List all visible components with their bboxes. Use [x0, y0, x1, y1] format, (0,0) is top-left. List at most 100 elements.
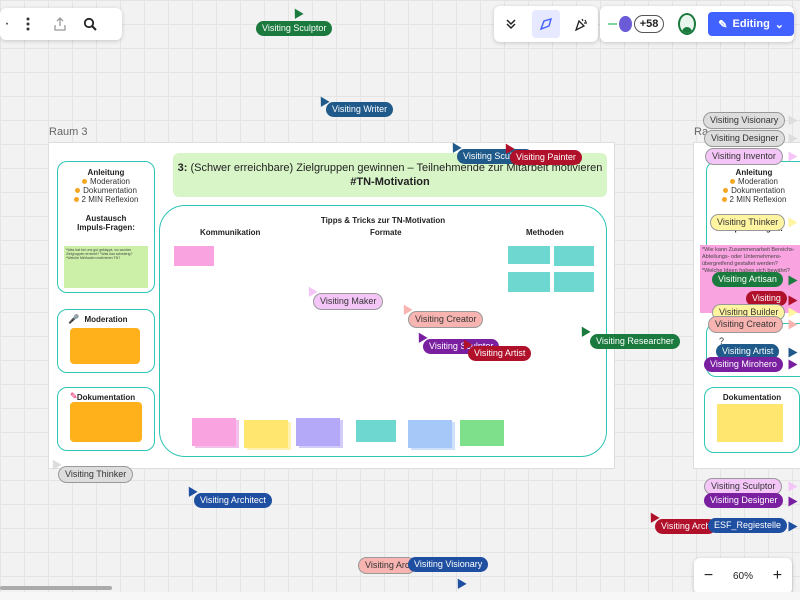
sticky-stack-teal[interactable]	[356, 420, 396, 442]
cursor-pointer-icon	[788, 307, 798, 318]
visitor-tag: Visiting Visionary	[408, 557, 489, 572]
dokumentation-title: Dokumentation	[76, 393, 136, 402]
visitor-tag: Visiting Visionary	[703, 112, 786, 129]
editing-mode-button[interactable]: ✎ Editing ⌄	[708, 12, 795, 36]
top-right-toolbar	[494, 6, 598, 42]
cursor-pointer-icon	[290, 6, 304, 19]
visitor-tag: Visiting Arch	[655, 519, 717, 534]
visitor-tag: Visiting Researcher	[590, 334, 680, 349]
visitor-tag: Visiting Creator	[708, 316, 784, 333]
list-item: Moderation	[707, 177, 800, 186]
list-item: 2 MIN Reflexion	[58, 195, 154, 204]
sticky-note[interactable]	[174, 246, 214, 266]
moderation-title: Moderation	[84, 315, 128, 324]
visitor-tag: Visiting Artisan	[712, 272, 783, 287]
dokumentation-panel-right: Dokumentation	[704, 387, 800, 453]
search-icon[interactable]	[76, 10, 104, 38]
bullet-icon	[81, 179, 87, 184]
cursor-pointer-icon	[788, 496, 798, 507]
bullet-icon	[73, 197, 79, 202]
anleitung-panel: Anleitung Moderation Dokumentation 2 MIN…	[57, 161, 155, 293]
collaborators-bar: +58 ✎ Editing ⌄	[600, 6, 795, 42]
menu-dash-icon[interactable]: ·	[4, 15, 10, 32]
bullet-icon	[721, 197, 727, 202]
header-number: 3:	[177, 162, 188, 174]
frame-title: Raum 3	[49, 126, 88, 138]
visitor-tag: Visiting Mirohero	[704, 357, 783, 372]
avatar[interactable]	[619, 16, 632, 32]
visitor-tag: Visiting	[746, 291, 787, 306]
visitor-tag: Visiting Maker	[313, 293, 384, 310]
sticky-stack-purple[interactable]	[296, 418, 340, 446]
chevron-down-icon: ⌄	[774, 18, 785, 31]
zoom-out-button[interactable]: −	[703, 567, 714, 584]
impuls-fragen-title: Impuls-Fragen:	[77, 223, 135, 232]
sticky-note[interactable]	[554, 272, 594, 292]
share-icon[interactable]	[46, 10, 74, 38]
zoom-in-button[interactable]: +	[772, 567, 783, 584]
bottom-toolbar-strip	[0, 592, 800, 600]
more-vertical-icon[interactable]	[14, 10, 42, 38]
list-item: Dokumentation	[58, 186, 154, 195]
dokumentation-panel: ✎ Dokumentation	[57, 387, 155, 451]
cursor-pointer-icon	[788, 521, 798, 532]
cursor-pointer-icon	[788, 359, 798, 370]
bullet-icon	[723, 188, 729, 193]
visitor-tag: Visiting Inventor	[705, 148, 783, 165]
collaborator-count-badge[interactable]: +58	[633, 15, 665, 33]
collaborator-line	[608, 23, 618, 25]
moderation-panel: 🎤 Moderation	[57, 309, 155, 373]
col-formate: Formate	[370, 228, 402, 237]
top-left-toolbar: ·	[0, 8, 122, 40]
cursor-pointer-icon	[788, 133, 798, 144]
pencil-icon: ✎	[718, 18, 728, 31]
austausch-title: Austausch	[85, 214, 127, 223]
celebrate-icon[interactable]	[567, 10, 595, 38]
dokumentation-sticky-note[interactable]	[70, 402, 142, 442]
zoom-control: − 60% +	[694, 558, 792, 594]
bullet-icon	[729, 179, 735, 184]
sticky-stack-pink[interactable]	[192, 418, 236, 446]
sticky-note[interactable]	[554, 246, 594, 266]
sticky-stack-yellow[interactable]	[244, 420, 288, 448]
editing-label: Editing	[732, 18, 770, 30]
header-text: (Schwer erreichbare) Zielgruppen gewinne…	[187, 162, 603, 174]
col-methoden: Methoden	[526, 228, 564, 237]
chevron-double-down-icon[interactable]	[497, 10, 525, 38]
dokumentation-sticky-note[interactable]	[717, 404, 783, 442]
sticky-note[interactable]	[508, 246, 550, 264]
header-hashtag: #TN-Motivation	[350, 176, 430, 188]
sticky-stack-green[interactable]	[460, 420, 504, 446]
list-item: 2 MIN Reflexion	[707, 195, 800, 204]
sticky-stack-blue[interactable]	[408, 420, 452, 448]
cursor-pointer-icon	[788, 481, 798, 492]
sticky-note[interactable]	[508, 272, 550, 292]
cursor-pointer-icon	[788, 115, 798, 126]
question-mark: ?	[719, 336, 725, 346]
cursor-pointer-icon	[788, 151, 798, 162]
cursor-pointer-icon	[788, 217, 798, 228]
cursor-pointer-icon	[788, 347, 798, 358]
impuls-sticky-note[interactable]: *Was hat bei uns gut geklappt, wo wurden…	[64, 246, 148, 288]
horizontal-scrollbar[interactable]	[0, 586, 112, 590]
list-item: Moderation	[58, 177, 154, 186]
bullet-icon	[75, 188, 81, 193]
dokumentation-title: Dokumentation	[722, 393, 782, 402]
visitor-tag: Visiting Artist	[716, 344, 780, 359]
cursor-pointer-icon	[788, 275, 798, 286]
pen-tool-icon[interactable]	[531, 10, 560, 38]
col-kommunikation: Kommunikation	[200, 228, 261, 237]
cursor-pointer-icon	[788, 319, 798, 330]
anleitung-title: Anleitung	[87, 168, 125, 177]
visitor-tag: Visiting Architect	[194, 493, 272, 508]
cursor-pointer-icon	[453, 576, 467, 589]
cursor-pointer-icon	[788, 295, 798, 306]
visitor-tag: Visiting Designer	[704, 493, 784, 508]
visitor-tag: Visiting Creator	[408, 311, 484, 328]
moderation-sticky-note[interactable]	[70, 328, 140, 364]
user-avatar[interactable]	[678, 13, 697, 35]
anleitung-title: Anleitung	[735, 168, 773, 177]
visitor-tag: Visiting Artist	[468, 346, 532, 361]
visitor-tag: ESF_Regiestelle	[708, 518, 788, 533]
list-item: Dokumentation	[707, 186, 800, 195]
